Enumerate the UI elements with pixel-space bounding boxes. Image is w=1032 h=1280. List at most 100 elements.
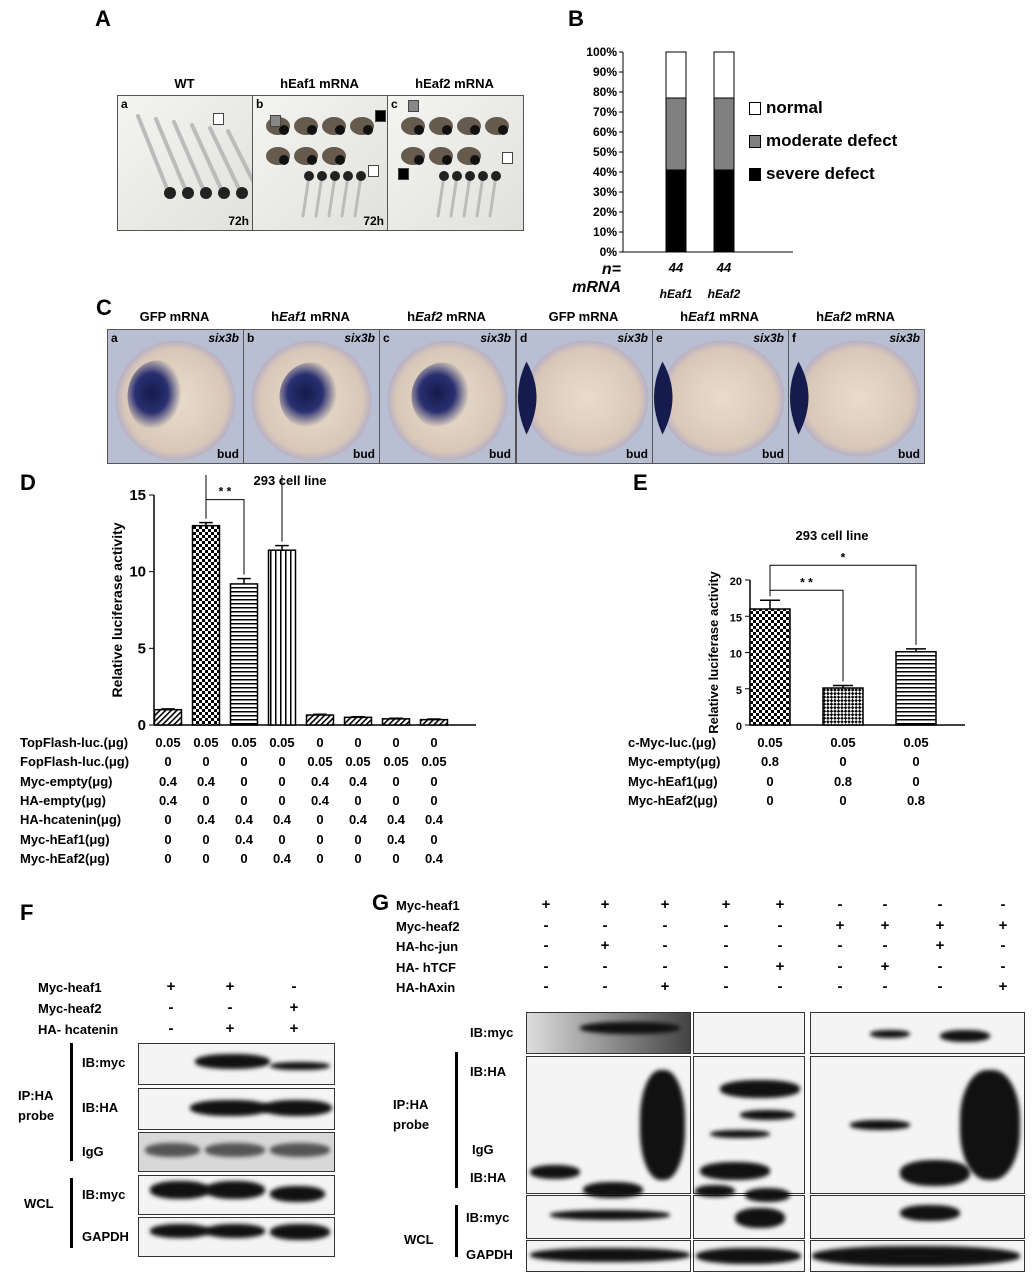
b-bar-hEaf2-normal	[713, 51, 735, 99]
panel-c-corner-2: c	[383, 331, 390, 345]
blot-band	[270, 1062, 330, 1070]
blot-band	[205, 1224, 265, 1238]
b-bar-hEaf1-normal	[665, 51, 687, 99]
table-d-cell: 0	[202, 850, 210, 866]
table-d-cell: 0	[278, 792, 286, 808]
panel-g-sign: -	[602, 978, 608, 995]
table-d-cell: 0.05	[269, 735, 295, 750]
panel-g-sign: -	[543, 916, 549, 934]
panel-f-sign: -	[227, 999, 233, 1016]
blot-band	[695, 1185, 735, 1197]
panel-c-title-3: GFP mRNA	[516, 309, 651, 324]
title-prefix: GFP mRNA	[548, 309, 619, 324]
phenotype-marker	[368, 165, 379, 177]
bar-1	[822, 687, 864, 726]
panel-g-sign: +	[660, 896, 670, 913]
panel-f-blot-label: IgG	[82, 1144, 104, 1159]
panel-f-sign: +	[289, 1020, 299, 1037]
blot-band	[735, 1208, 785, 1228]
panel-a-title-2: hEaf2 mRNA	[415, 76, 494, 91]
table-e-cell: 0	[839, 754, 847, 770]
panel-f-condition-label: Myc-heaf2	[38, 1001, 102, 1016]
title-suffix: mRNA	[442, 309, 486, 324]
table-e-row-label: c-Myc-luc.(μg)	[628, 735, 717, 750]
panel-a-corner-1: b	[256, 97, 264, 111]
panel-g-wcl-label: WCL	[404, 1232, 434, 1247]
panel-g-sign: +	[721, 896, 731, 913]
panel-c-gene-0: six3b	[208, 331, 239, 345]
ytick-label: 5	[138, 640, 146, 657]
panel-g-igg-label: IgG	[472, 1142, 494, 1157]
panel-c-title-2: hEaf2 mRNA	[379, 309, 514, 324]
significance-bracket	[769, 564, 917, 645]
b-legend-label-2: severe defect	[766, 164, 875, 183]
table-d-cell: 0.05	[345, 754, 371, 770]
panel-c-title-1: hEaf1 mRNA	[243, 309, 378, 324]
table-d-cell: 0	[240, 850, 248, 866]
embryo-drawing-3	[518, 340, 649, 457]
table-d-cell: 0.05	[383, 754, 409, 770]
table-d-cell: 0	[202, 792, 210, 808]
panel-g-sign: -	[723, 957, 729, 975]
blot-band	[900, 1160, 970, 1186]
table-d-cell: 0	[430, 735, 438, 750]
table-d-cell: 0.05	[307, 754, 333, 770]
table-e-row-label: Myc-hEaf2(μg)	[628, 792, 718, 808]
b-bar-hEaf2-severe-defect	[713, 169, 735, 253]
b-bar-hEaf2-moderate-defect	[713, 97, 735, 171]
b-ytick-label: 70%	[593, 105, 617, 119]
table-e-cell: 0	[912, 754, 920, 770]
table-d-cell: 0.4	[196, 773, 216, 789]
table-d-cell: 0	[392, 735, 400, 750]
panel-g-sign: +	[541, 896, 551, 913]
panel-g-sign: +	[835, 916, 845, 934]
panel-c-stage-1: bud	[353, 447, 375, 461]
panel-c-corner-3: d	[520, 331, 528, 345]
table-e-cell: 0	[912, 773, 920, 789]
panel-g-sign: -	[882, 937, 888, 954]
significance-label: * *	[800, 575, 813, 589]
panel-g-sign: -	[777, 916, 783, 934]
panel-g-condition-label: HA- hTCF	[396, 959, 456, 975]
panel-g-sign: -	[543, 957, 549, 975]
panel-g-sign: +	[600, 896, 610, 913]
blot-band	[812, 1246, 1020, 1266]
title-prefix: h	[680, 309, 689, 324]
table-d-cell: 0.4	[424, 850, 444, 866]
significance-bracket	[205, 475, 283, 542]
panel-f-condition-label: HA- hcatenin	[38, 1022, 119, 1037]
panel-c-title-5: hEaf2 mRNA	[788, 309, 923, 324]
panel-e-label: E	[633, 470, 648, 495]
panel-c-corner-5: f	[792, 331, 796, 345]
panel-g-sign: +	[775, 896, 785, 913]
larvae-drawing-2	[401, 117, 509, 218]
panel-g-sign: -	[543, 978, 549, 995]
bar-2	[895, 651, 937, 726]
panel-g-sign: -	[723, 916, 729, 934]
panel-f-sign: -	[291, 978, 297, 995]
table-d-cell: 0	[164, 831, 172, 847]
table-d-cell: 0	[164, 812, 172, 828]
b-ytick-label: 20%	[593, 205, 617, 219]
panel-g-ibha2-label: IB:HA	[470, 1170, 507, 1185]
blot-band	[700, 1162, 770, 1180]
panel-f-blot-label: IB:myc	[82, 1055, 126, 1070]
table-d-cell: 0	[202, 754, 210, 770]
title-prefix: GFP mRNA	[139, 309, 210, 324]
embryo-drawing-4	[654, 340, 785, 457]
blot-band	[580, 1022, 680, 1034]
table-d-cell: 0	[240, 792, 248, 808]
blot-band	[740, 1110, 795, 1120]
b-ytick-label: 90%	[593, 65, 617, 79]
panel-g-sign: +	[998, 916, 1008, 934]
bar-0	[749, 608, 791, 726]
ytick-label: 10	[129, 564, 146, 581]
b-ytick-label: 40%	[593, 165, 617, 179]
blot-band	[205, 1181, 265, 1199]
title-prefix: h	[816, 309, 825, 324]
panel-c-corner-4: e	[656, 331, 663, 345]
panel-a-corner-0: a	[121, 97, 128, 111]
bar-0	[153, 708, 183, 726]
